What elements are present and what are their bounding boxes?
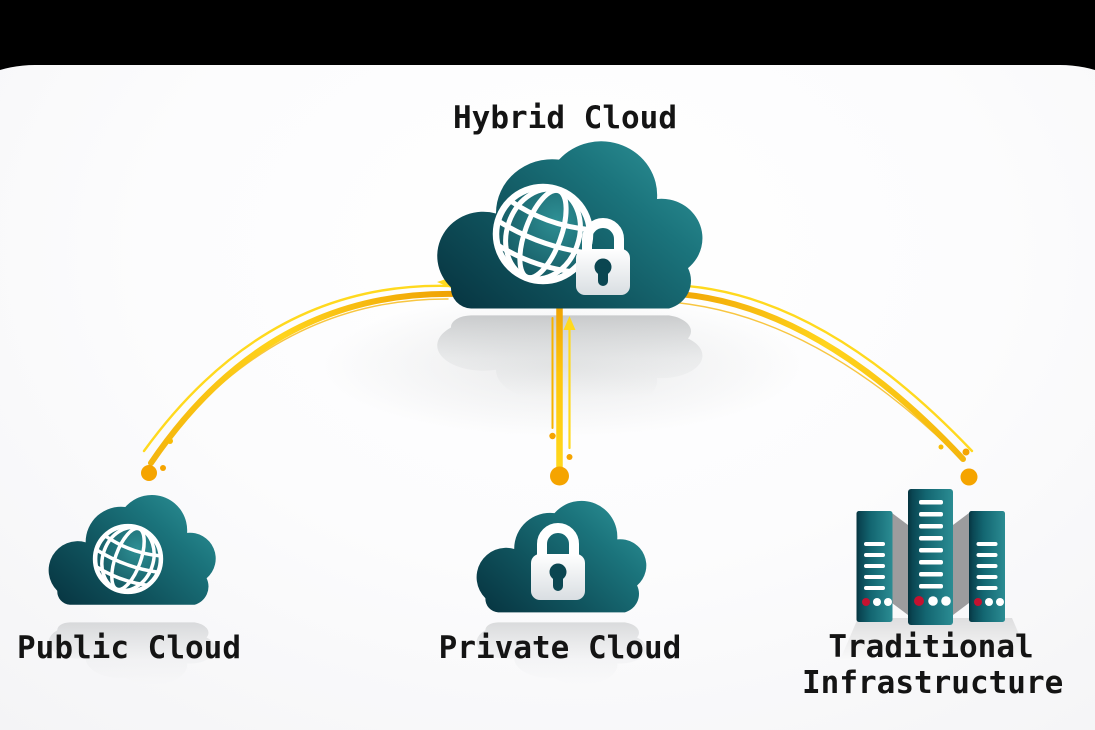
led-indicators	[974, 598, 1004, 606]
traditional-infrastructure-label: Traditional Infrastructure	[802, 629, 1064, 701]
endpoint-dot	[141, 465, 157, 481]
private-cloud-label: Private Cloud	[438, 630, 682, 666]
led-indicators	[862, 598, 892, 606]
hybrid-cloud-reflection	[323, 293, 803, 437]
rack-shadow	[953, 513, 969, 615]
server-rack-right	[969, 511, 1005, 622]
vent-slots	[919, 500, 943, 589]
server-racks-icon	[840, 489, 1030, 660]
rack-shadow	[892, 513, 908, 615]
public-cloud-label: Public Cloud	[17, 630, 241, 666]
private-cloud-icon	[476, 500, 647, 613]
endpoint-dot	[550, 466, 569, 486]
server-rack-left	[856, 511, 893, 622]
hybrid-cloud-icon	[437, 141, 703, 309]
traditional-infrastructure-label-line2: Infrastructure	[802, 665, 1064, 701]
vent-slots	[976, 542, 998, 590]
vent-slots	[864, 542, 885, 590]
floor-shadow	[840, 618, 1030, 660]
arrowhead-icon	[563, 316, 576, 330]
public-cloud-icon	[48, 494, 216, 605]
led-indicators	[914, 596, 951, 606]
server-rack-center	[908, 489, 953, 625]
endpoint-dot	[960, 468, 978, 486]
hybrid-cloud-label: Hybrid Cloud	[453, 100, 677, 136]
traditional-infrastructure-label-line1: Traditional	[828, 629, 1034, 665]
